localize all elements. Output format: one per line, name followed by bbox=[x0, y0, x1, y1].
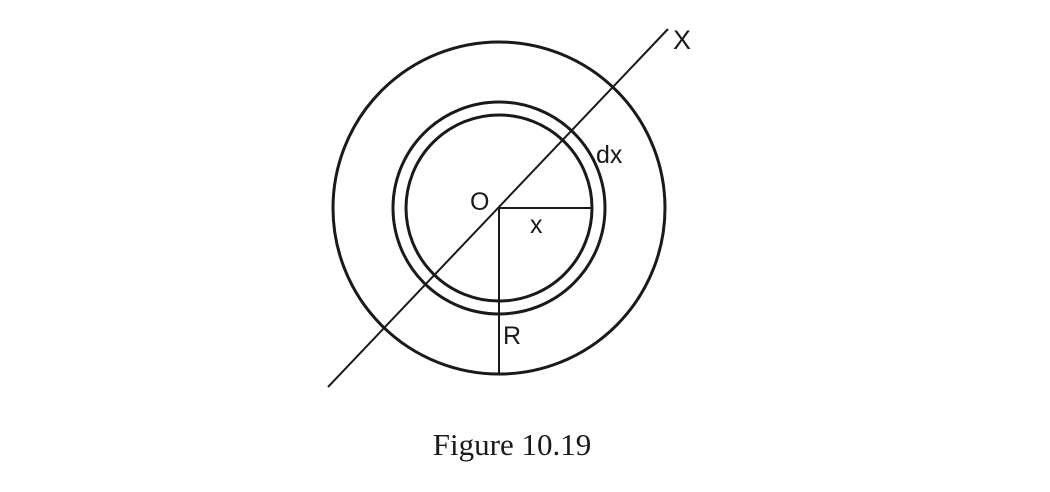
axis-label: X bbox=[673, 25, 691, 55]
ring-width-label: dx bbox=[596, 141, 623, 169]
figure-caption: Figure 10.19 bbox=[433, 427, 591, 462]
inner-radius-label: x bbox=[530, 211, 543, 239]
outer-radius-label: R bbox=[503, 322, 521, 350]
center-label: O bbox=[470, 188, 489, 216]
